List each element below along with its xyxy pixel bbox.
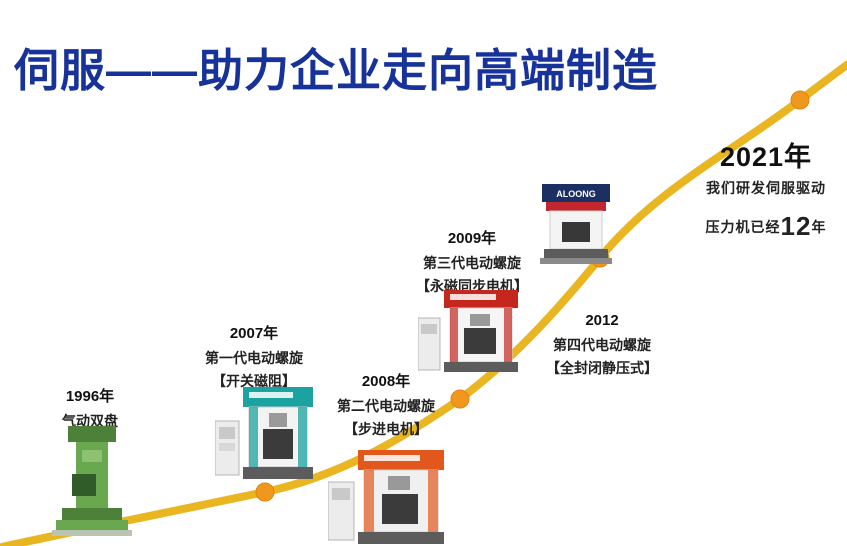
milestone-1996: 1996年 气动双盘 xyxy=(38,384,142,433)
milestone-year: 2012 xyxy=(585,312,619,329)
milestone-line: 【步进电机】 xyxy=(344,421,428,438)
milestone-line: 气动双盘 xyxy=(62,412,118,429)
milestone-line: 【全封闭静压式】 xyxy=(546,360,658,377)
milestone-2008: 2008年 第二代电动螺旋 【步进电机】 xyxy=(316,369,456,442)
milestone-2021: 2021年 我们研发伺服驱动 压力机已经12年 xyxy=(688,140,844,251)
press-machine-2009-image xyxy=(418,290,518,372)
milestone-line: 【开关磁阻】 xyxy=(212,373,296,390)
press-machine-2008-image xyxy=(328,450,444,544)
milestone-year: 1996年 xyxy=(65,388,115,405)
milestone-dot-2008 xyxy=(450,389,470,409)
milestone-year: 2008年 xyxy=(361,373,411,390)
milestone-year: 2007年 xyxy=(229,325,279,342)
milestone-dot-2007 xyxy=(255,482,275,502)
machine-brand-label: ALOONG xyxy=(556,189,596,199)
years-count: 12 xyxy=(780,210,812,241)
milestone-year: 2021年 xyxy=(719,142,813,172)
milestone-line: 第二代电动螺旋 xyxy=(337,397,435,414)
milestone-line: 我们研发伺服驱动 xyxy=(706,180,826,197)
milestone-2012: 2012 第四代电动螺旋 【全封闭静压式】 xyxy=(530,308,674,381)
milestone-line: 第四代电动螺旋 xyxy=(553,336,651,353)
milestone-dot-2021 xyxy=(790,90,810,110)
milestone-line: 第一代电动螺旋 xyxy=(205,349,303,366)
page-title: 伺服——助力企业走向高端制造 xyxy=(14,45,659,96)
milestone-line-text: 年 xyxy=(811,218,827,235)
milestone-line-text: 压力机已经 xyxy=(705,218,781,235)
milestone-year: 2009年 xyxy=(447,230,497,247)
milestone-2007: 2007年 第一代电动螺旋 【开关磁阻】 xyxy=(183,321,325,394)
press-machine-2012-image: ALOONG xyxy=(540,184,612,264)
milestone-line: 压力机已经12年 xyxy=(688,202,844,251)
press-machine-2007-image xyxy=(215,387,313,479)
press-machine-1996-image xyxy=(52,426,132,536)
milestone-line: 第三代电动螺旋 xyxy=(423,254,521,271)
